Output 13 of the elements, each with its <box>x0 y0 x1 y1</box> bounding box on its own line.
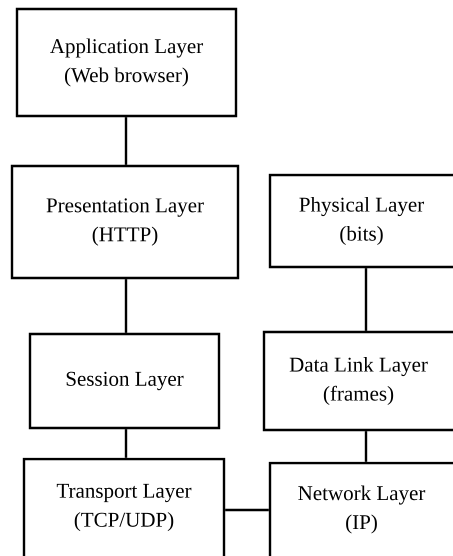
connector-line <box>124 429 128 458</box>
layer-box: Application Layer (Web browser) <box>16 8 238 118</box>
layer-box: Physical Layer (bits) <box>268 174 453 268</box>
layer-box: Presentation Layer (HTTP) <box>10 164 240 280</box>
layer-box: Data Link Layer (frames) <box>262 330 453 432</box>
layer-box: Session Layer <box>28 332 220 430</box>
connector-line <box>124 117 128 165</box>
layer-box: Network Layer (IP) <box>268 462 453 556</box>
connector-line <box>225 508 269 512</box>
layer-box: Transport Layer (TCP/UDP) <box>22 458 226 556</box>
connector-line <box>364 431 368 462</box>
connector-line <box>364 268 368 331</box>
connector-line <box>124 279 128 333</box>
